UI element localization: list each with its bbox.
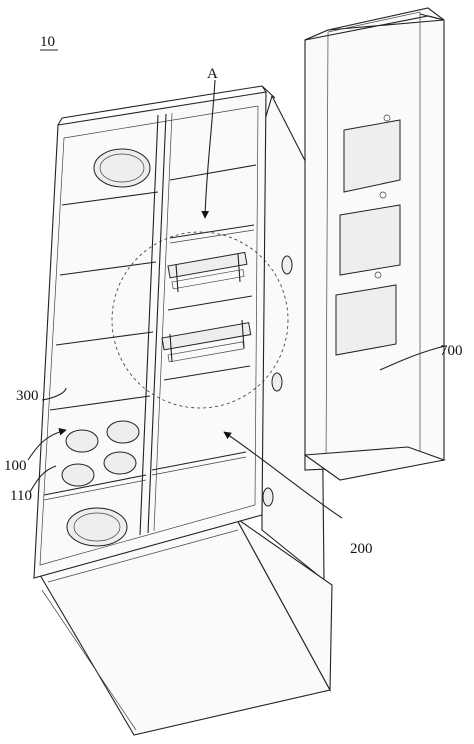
leader-lines <box>27 79 446 519</box>
cabinet-body <box>33 85 333 736</box>
figure-number-label: 10 <box>40 34 55 50</box>
detail-a-label: A <box>207 66 218 82</box>
label-100: 100 <box>4 458 27 474</box>
door-panel <box>303 7 447 481</box>
label-200: 200 <box>350 541 373 557</box>
label-300: 300 <box>16 388 39 404</box>
detail-a-components <box>161 251 252 363</box>
label-700: 700 <box>440 343 463 359</box>
detail-circle <box>111 231 289 409</box>
label-110: 110 <box>10 488 32 504</box>
